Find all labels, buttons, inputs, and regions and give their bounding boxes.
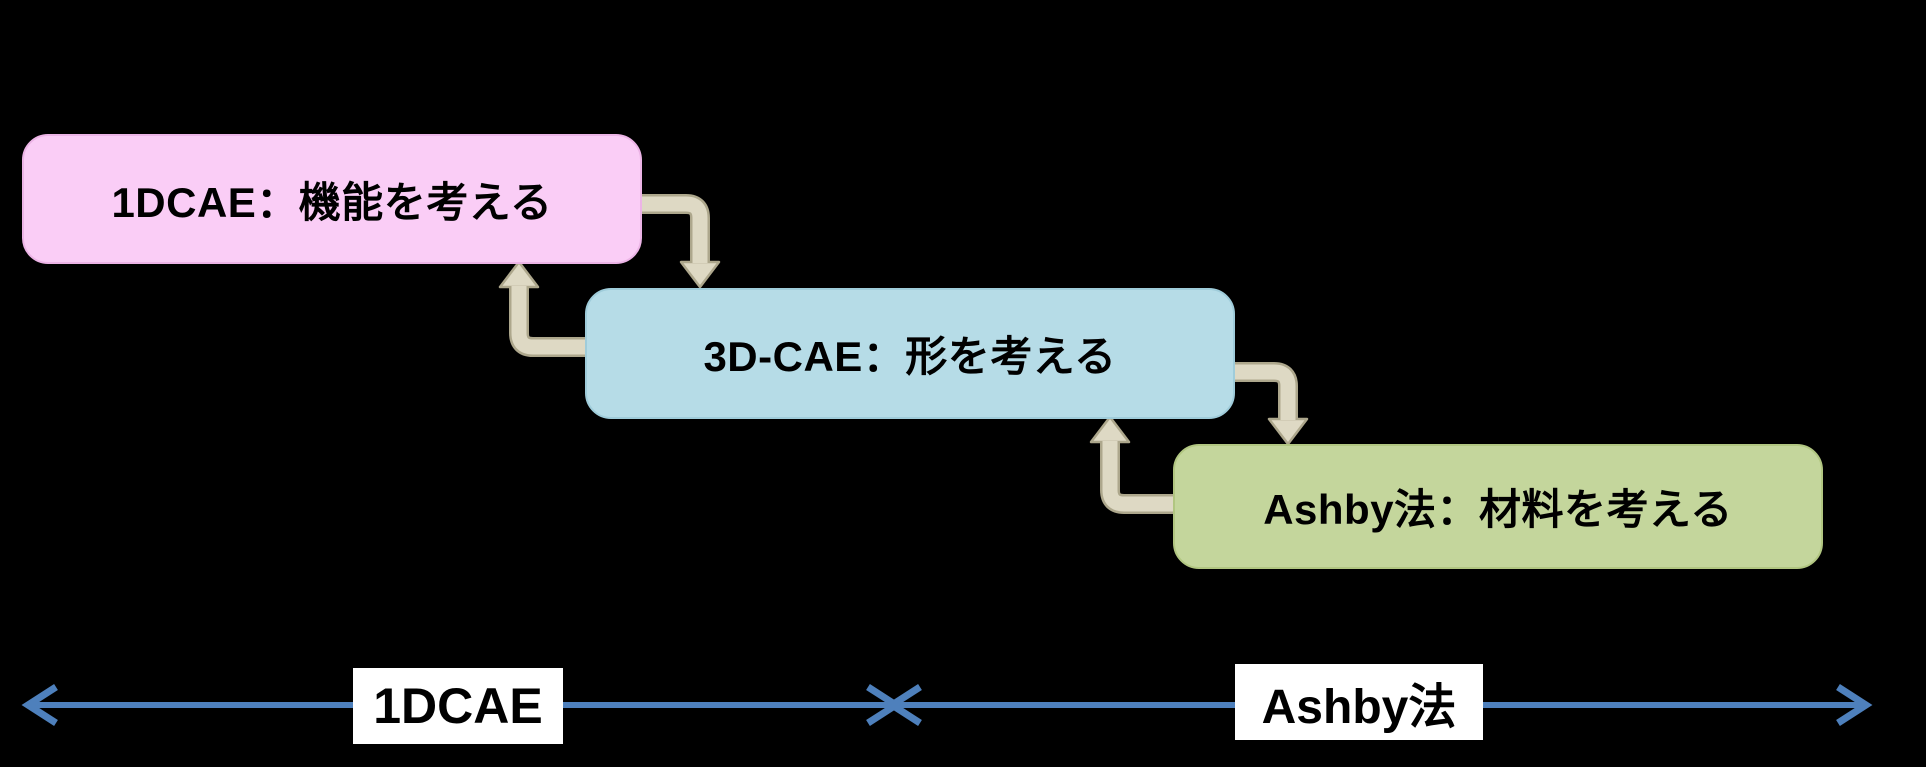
- box-ashby: Ashby法：材料を考える: [1173, 444, 1823, 569]
- arrow-1dcae-to-3dcae: [636, 194, 721, 289]
- arrow-3dcae-to-ashby: [1229, 362, 1309, 446]
- arrow-3dcae-to-1dcae: [498, 260, 590, 357]
- arrow-left-icon: [21, 684, 58, 726]
- axis-label-ashby-text: Ashby法: [1261, 681, 1457, 734]
- box-3dcae-label: 3D-CAE：形を考える: [703, 333, 1117, 380]
- axis-label-1dcae: 1DCAE: [353, 668, 563, 744]
- axis-label-1dcae-text: 1DCAE: [373, 678, 543, 734]
- box-1dcae: 1DCAE：機能を考える: [22, 134, 642, 264]
- arrow-ashby-to-3dcae: [1089, 415, 1178, 514]
- arrow-right-icon: [1836, 684, 1873, 726]
- box-1dcae-label: 1DCAE：機能を考える: [111, 178, 553, 226]
- box-ashby-label: Ashby法：材料を考える: [1263, 486, 1733, 533]
- axis-label-ashby: Ashby法: [1235, 664, 1483, 740]
- box-3dcae: 3D-CAE：形を考える: [585, 288, 1235, 419]
- arrow-left-icon: [885, 684, 922, 726]
